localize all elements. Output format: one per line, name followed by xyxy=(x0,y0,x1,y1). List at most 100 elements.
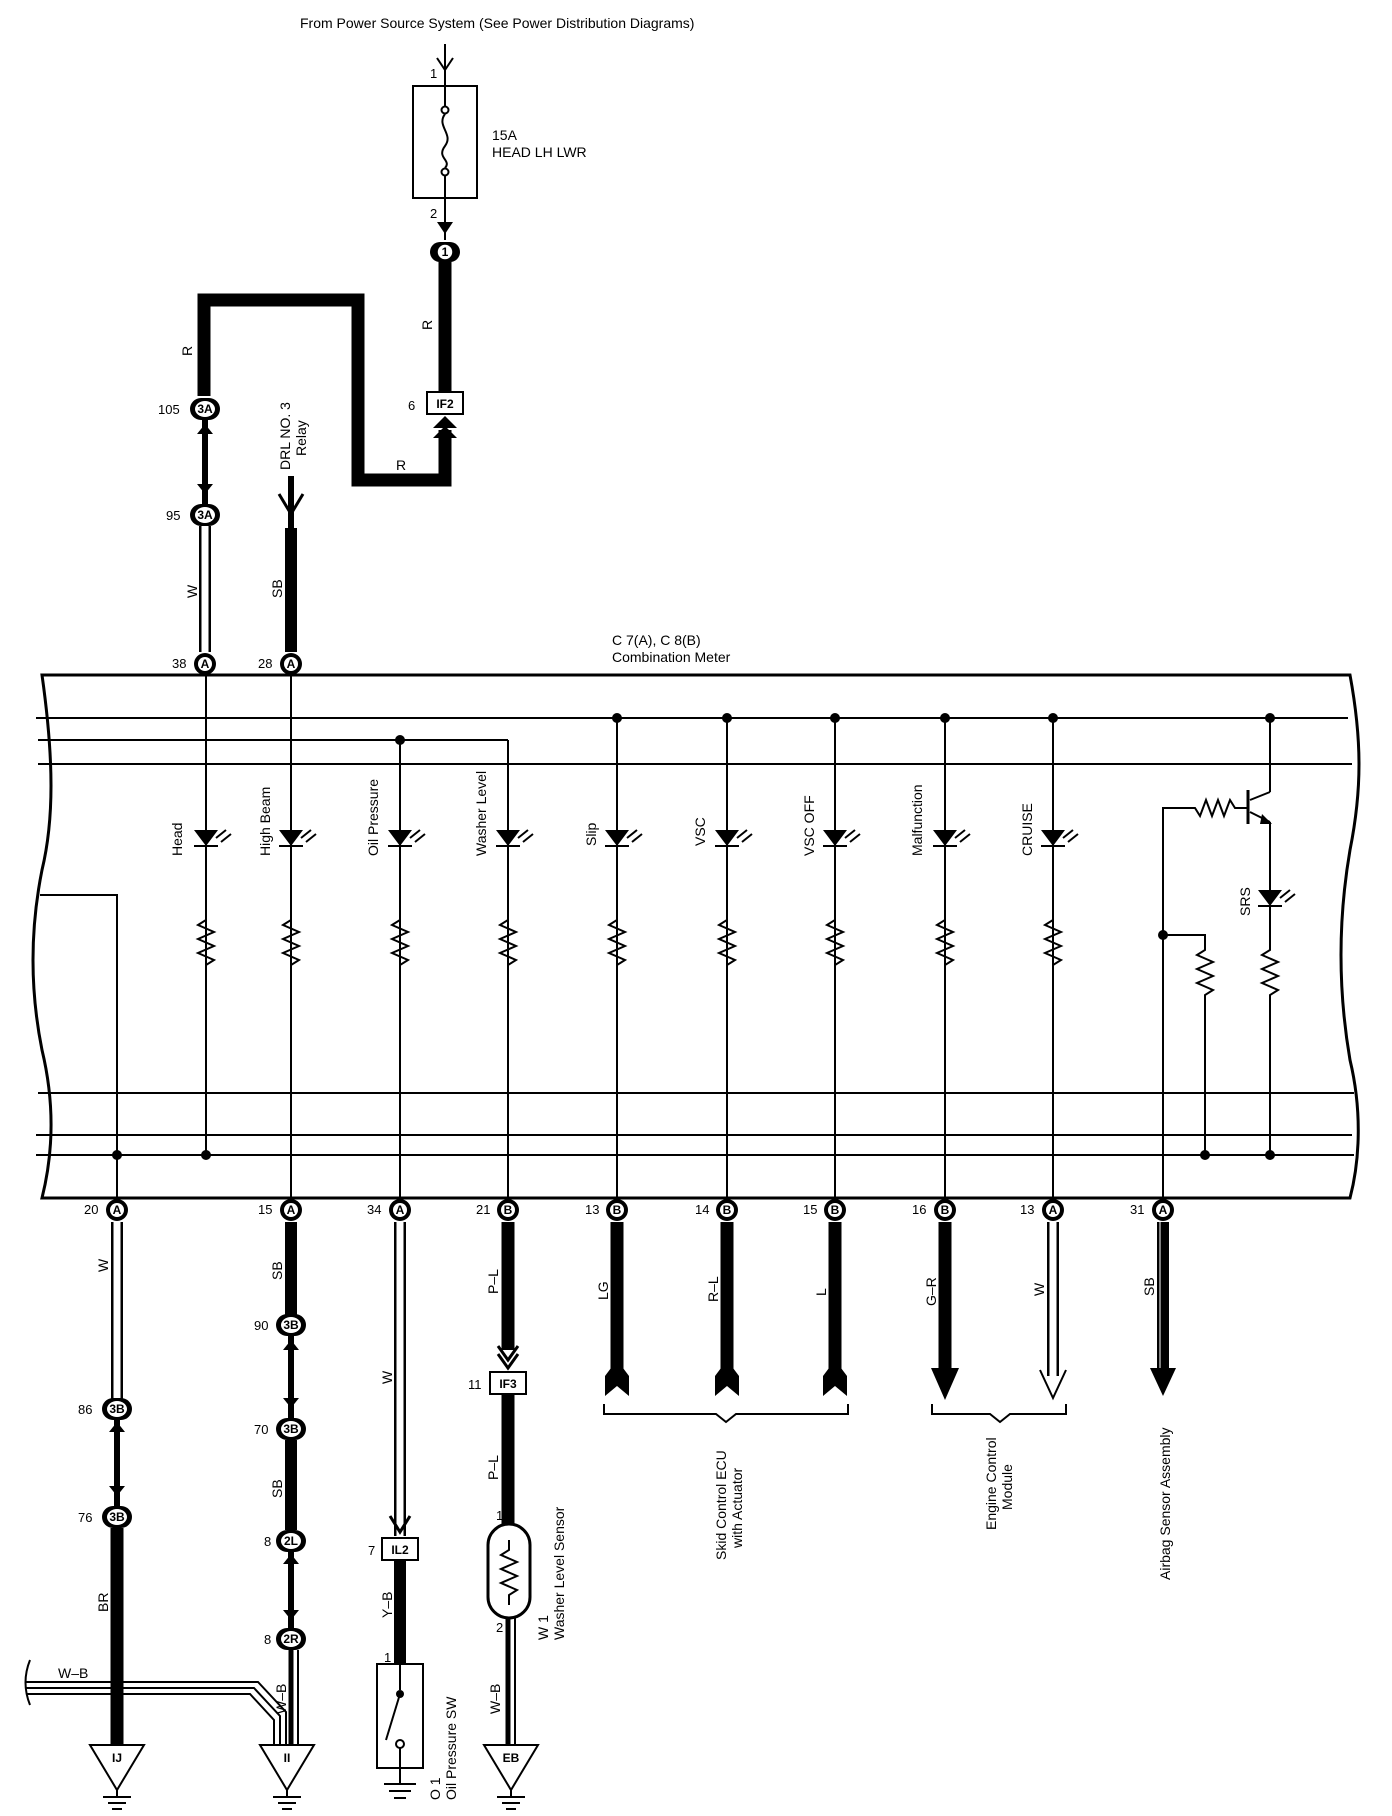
svg-text:EB: EB xyxy=(503,1751,520,1765)
label-high-beam: High Beam xyxy=(257,787,273,856)
junction-3b-70: 70 3B xyxy=(254,1418,306,1440)
junction-3b-86: 86 3B xyxy=(78,1398,132,1420)
svg-text:13: 13 xyxy=(585,1202,599,1217)
svg-text:A: A xyxy=(201,657,210,671)
sensor-pin2: 2 xyxy=(496,1620,503,1635)
ecm-line1: Engine Control xyxy=(983,1437,999,1530)
wire-pin20 xyxy=(109,1222,125,1745)
junction-3b-90: 90 3B xyxy=(254,1314,306,1336)
svg-text:15: 15 xyxy=(803,1202,817,1217)
svg-text:90: 90 xyxy=(254,1318,268,1333)
brace-skid-ecu xyxy=(603,1404,849,1424)
ecm-line2: Module xyxy=(999,1464,1015,1510)
svg-text:3B: 3B xyxy=(109,1402,125,1416)
svg-text:IL2: IL2 xyxy=(391,1543,409,1557)
wire-lg xyxy=(605,1222,629,1396)
wire-rl-label: R–L xyxy=(705,1276,721,1302)
indicator-head xyxy=(194,675,232,1155)
meter-name: Combination Meter xyxy=(612,649,731,665)
svg-text:15: 15 xyxy=(258,1202,272,1217)
drl-arrow xyxy=(277,476,305,528)
svg-text:2L: 2L xyxy=(284,1534,298,1548)
wire-pl-21: P–L xyxy=(485,1269,501,1294)
j3a-top-pin: 105 xyxy=(158,402,180,417)
if2-pin: 6 xyxy=(408,398,415,413)
wire-r-3: R xyxy=(396,457,406,473)
indicator-vsc xyxy=(715,718,753,1198)
svg-text:IJ: IJ xyxy=(112,1751,122,1765)
wire-yb: Y–B xyxy=(379,1592,395,1618)
svg-text:3B: 3B xyxy=(109,1510,125,1524)
washer-level-sensor xyxy=(486,1522,532,1620)
svg-text:3A: 3A xyxy=(197,402,213,416)
wire-pl-mid: P–L xyxy=(485,1455,501,1480)
wire-wb-ii: W–B xyxy=(273,1684,289,1714)
connector-if3: 11 IF3 xyxy=(468,1371,527,1395)
top-pin-28: 28 A xyxy=(258,653,302,675)
meter-ref: C 7(A), C 8(B) xyxy=(612,632,701,648)
label-oil-pressure: Oil Pressure xyxy=(365,779,381,856)
label-head: Head xyxy=(169,823,185,856)
fuse-name: HEAD LH LWR xyxy=(492,144,587,160)
junction-3a-top: 3A xyxy=(190,398,220,420)
svg-text:38: 38 xyxy=(172,656,186,671)
svg-text:3B: 3B xyxy=(283,1422,299,1436)
svg-text:3B: 3B xyxy=(283,1318,299,1332)
junction-2l: 8 2L xyxy=(264,1530,306,1552)
brace-ecm xyxy=(931,1404,1067,1424)
bottom-pin-16b: 16 B xyxy=(912,1199,956,1221)
wire-sb-31-label: SB xyxy=(1141,1277,1157,1296)
svg-text:1: 1 xyxy=(442,245,449,259)
indicator-oil-pressure xyxy=(388,740,426,1198)
svg-text:2R: 2R xyxy=(283,1632,299,1646)
svg-text:II: II xyxy=(284,1751,291,1765)
j3a-bot-pin: 95 xyxy=(166,508,180,523)
svg-text:A: A xyxy=(287,657,296,671)
indicator-malfunction xyxy=(933,718,971,1198)
drl-relay-line1: DRL NO. 3 xyxy=(277,402,293,470)
wire-r-1: R xyxy=(419,320,435,330)
svg-text:14: 14 xyxy=(695,1202,709,1217)
svg-text:A: A xyxy=(396,1203,405,1217)
connector-il2: 7 IL2 xyxy=(368,1537,419,1561)
svg-text:3A: 3A xyxy=(197,508,213,522)
label-srs: SRS xyxy=(1237,887,1253,916)
oil-pressure-switch xyxy=(376,1663,424,1799)
svg-text:70: 70 xyxy=(254,1422,268,1437)
svg-text:A: A xyxy=(113,1203,122,1217)
bottom-pin-15a: 15 A xyxy=(258,1199,302,1221)
indicator-high-beam xyxy=(279,675,317,1198)
label-washer-level: Washer Level xyxy=(473,771,489,856)
indicator-washer-level xyxy=(496,820,534,1198)
svg-text:A: A xyxy=(1049,1203,1058,1217)
svg-text:A: A xyxy=(1159,1203,1168,1217)
wire-wb-left: W–B xyxy=(58,1665,88,1681)
svg-text:B: B xyxy=(831,1203,840,1217)
wire-br: BR xyxy=(95,1593,111,1612)
svg-text:IF3: IF3 xyxy=(499,1377,517,1391)
svg-text:B: B xyxy=(723,1203,732,1217)
svg-text:B: B xyxy=(504,1203,513,1217)
svg-text:20: 20 xyxy=(84,1202,98,1217)
skid-ecu-line1: Skid Control ECU xyxy=(713,1450,729,1560)
wire-pin34 xyxy=(388,1222,412,1664)
junction-3b-76: 76 3B xyxy=(78,1506,132,1528)
switch-ref: O 1 xyxy=(427,1777,443,1800)
drl-relay-line2: Relay xyxy=(293,420,309,456)
fuse-rating: 15A xyxy=(492,127,518,143)
junction-3a-bottom: 3A xyxy=(190,504,220,526)
wire-sb-top: SB xyxy=(269,579,285,598)
fuse-pin-in: 1 xyxy=(430,66,437,81)
wire-pin15a xyxy=(283,1222,299,1745)
wire-gr xyxy=(931,1222,959,1400)
sensor-name: Washer Level Sensor xyxy=(551,1506,567,1640)
wire-sb-31 xyxy=(1150,1222,1176,1396)
indicator-slip xyxy=(605,718,643,1198)
wire-l xyxy=(823,1222,847,1396)
svg-text:13: 13 xyxy=(1020,1202,1034,1217)
svg-text:21: 21 xyxy=(476,1202,490,1217)
power-source-label: From Power Source System (See Power Dist… xyxy=(300,15,694,31)
label-cruise: CRUISE xyxy=(1019,803,1035,856)
bottom-pin-13a: 13 A xyxy=(1020,1199,1064,1221)
